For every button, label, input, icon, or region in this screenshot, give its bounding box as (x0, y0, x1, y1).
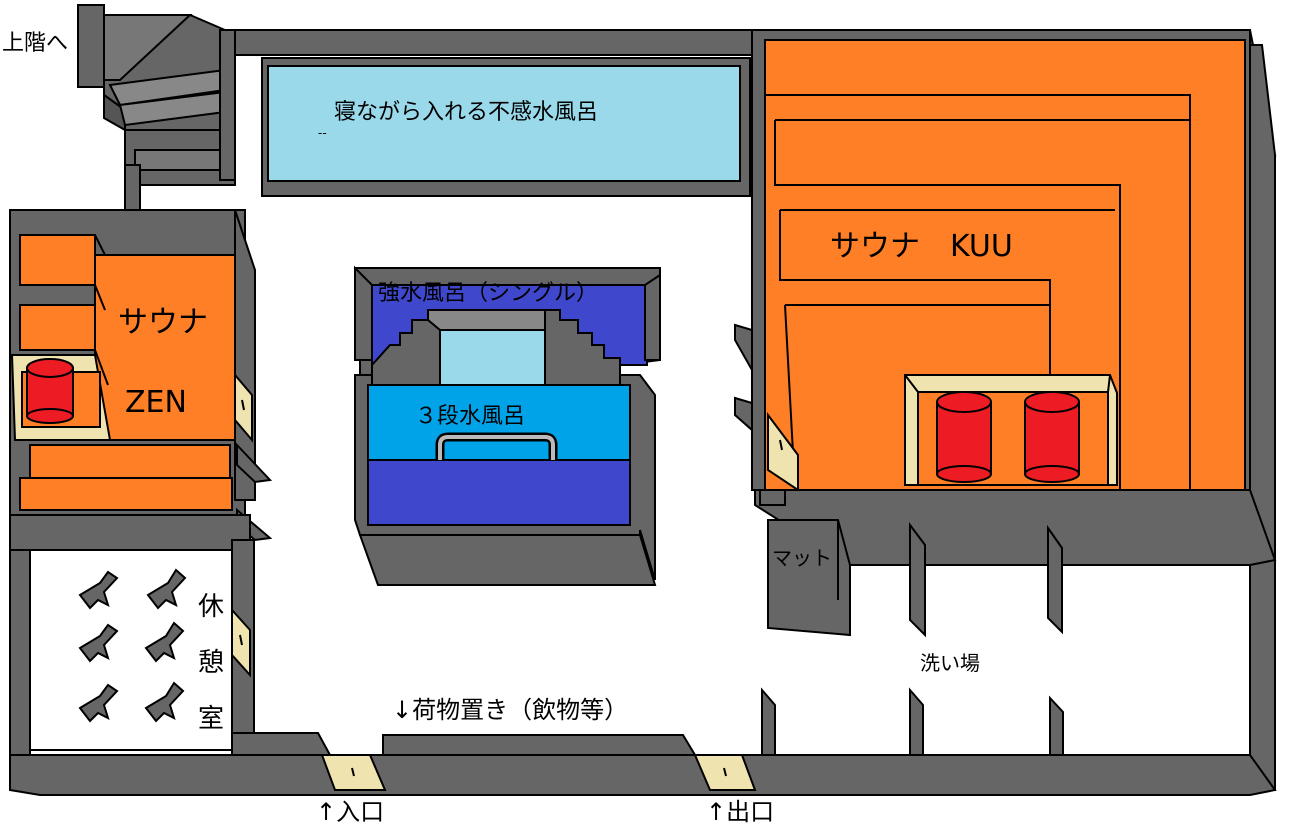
lying-bath-mark: -- (318, 126, 327, 140)
lounge-chair-icon (144, 621, 185, 663)
sauna-zen-sub-label: ZEN (125, 385, 187, 420)
door-icon[interactable] (234, 372, 253, 443)
lounge-chair-icon (144, 681, 185, 723)
sauna-zen-label: サウナ (118, 305, 208, 340)
upstairs-label: 上階へ (2, 31, 68, 56)
wash-area-label: 洗い場 (920, 651, 980, 675)
rest-room-label-2: 憩 (198, 648, 224, 678)
entrance-label: ↑入口 (316, 798, 384, 826)
lounge-chair-icon (78, 570, 119, 610)
lounge-chair-icon (146, 568, 187, 610)
mat[interactable] (767, 519, 851, 637)
lounge-chair-icon (78, 623, 119, 663)
three-stage-cold-bath[interactable] (354, 309, 657, 586)
mat-label: マット (772, 546, 832, 570)
wall-stubs (734, 323, 753, 433)
three-stage-bath-label: ３段水風呂 (415, 404, 525, 429)
lounge-chair-icon (78, 683, 119, 723)
rest-room-label-1: 休 (198, 592, 224, 622)
door-icon[interactable] (231, 607, 251, 678)
stove-icon (1024, 391, 1080, 483)
sauna-kuu-label: サウナ KUU (830, 229, 1013, 264)
stairs-to-upstairs[interactable] (77, 4, 236, 211)
luggage-label: ↓荷物置き（飲物等） (392, 696, 628, 724)
luggage-shelf[interactable] (231, 732, 697, 756)
lying-bath-label: 寝ながら入れる不感水風呂 (334, 100, 598, 125)
rest-room-label-3: 室 (198, 704, 224, 734)
stove-icon (936, 391, 992, 483)
exit-door[interactable] (693, 754, 757, 791)
stove-icon (26, 358, 74, 424)
exit-label: ↑出口 (706, 798, 774, 826)
wash-area-walls (754, 489, 1277, 756)
entrance-door[interactable] (320, 754, 387, 791)
strong-bath-label: 強水風呂（シングル） (378, 281, 598, 306)
lying-cold-bath[interactable] (261, 57, 751, 197)
